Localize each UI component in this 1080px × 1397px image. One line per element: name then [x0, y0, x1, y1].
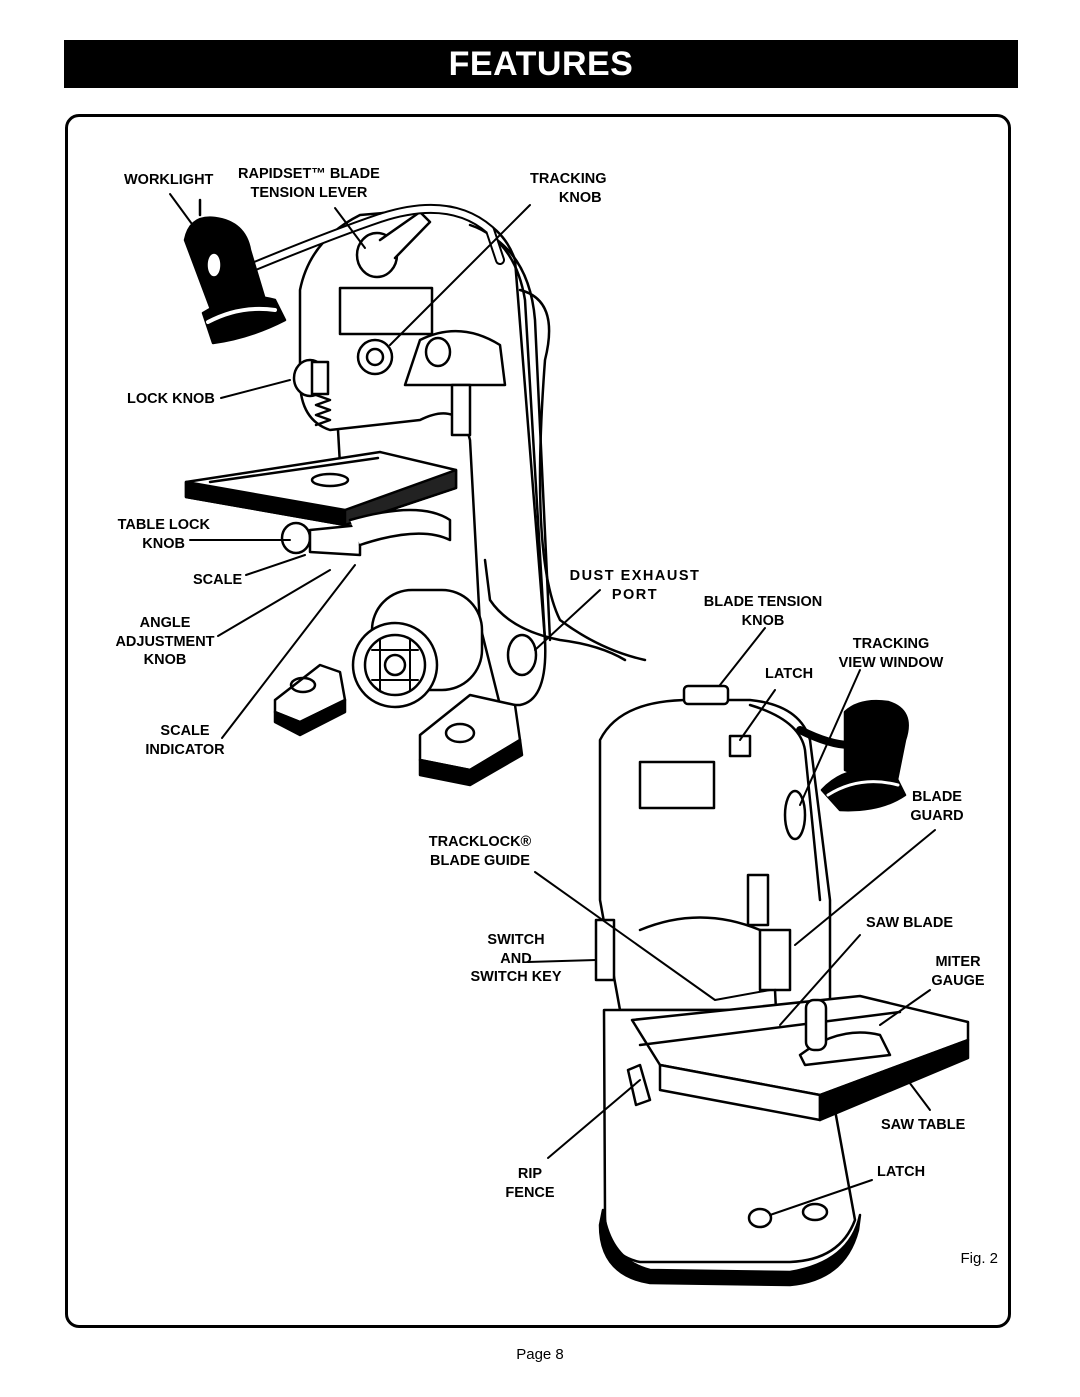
label-tracking-knob-line2: KNOB	[558, 189, 602, 206]
label-lock-knob-text: LOCK KNOB	[127, 391, 215, 407]
label-scale: SCALE	[193, 571, 242, 590]
label-blade-guard-line1: BLADE	[912, 789, 962, 805]
page-number: Page 8	[516, 1346, 564, 1363]
label-miter-line2: GAUGE	[931, 972, 985, 989]
label-saw-table-text: SAW TABLE	[881, 1117, 966, 1133]
label-saw-blade-text: SAW BLADE	[866, 915, 953, 931]
label-tracking-knob: TRACKING KNOB	[530, 170, 607, 207]
label-table-lock-line2: KNOB	[142, 535, 185, 552]
label-tracklock-line2: BLADE GUIDE	[430, 852, 530, 869]
label-rip-fence: RIP FENCE	[502, 1165, 558, 1202]
label-worklight-text: WORKLIGHT	[124, 172, 214, 188]
label-lock-knob: LOCK KNOB	[127, 390, 215, 409]
label-angle-line1: ANGLE	[139, 615, 191, 631]
label-blade-tension-line2: KNOB	[741, 612, 785, 629]
label-dust-line1: DUST EXHAUST	[569, 568, 701, 584]
label-miter-line1: MITER	[935, 954, 981, 970]
label-miter-gauge: MITER GAUGE	[928, 953, 988, 990]
label-tracking-view-line2: VIEW WINDOW	[838, 654, 944, 671]
label-latch-top-text: LATCH	[765, 666, 814, 682]
label-tracking-knob-line1: TRACKING	[530, 171, 607, 187]
label-switch-line1: SWITCH	[487, 932, 545, 948]
label-blade-guard-line2: GUARD	[910, 807, 964, 824]
label-latch-bottom: LATCH	[877, 1163, 925, 1182]
label-tracklock-blade-guide: TRACKLOCK® BLADE GUIDE	[425, 833, 535, 870]
label-tracking-view-window: TRACKING VIEW WINDOW	[836, 635, 946, 672]
leader-lines	[169, 193, 936, 1216]
label-scale-text: SCALE	[193, 572, 243, 588]
label-rip-line1: RIP	[517, 1166, 543, 1182]
label-table-lock-knob: TABLE LOCK KNOB	[114, 516, 210, 553]
label-scale-indicator: SCALE INDICATOR	[140, 722, 230, 759]
label-tracklock-line1: TRACKLOCK®	[428, 834, 532, 850]
label-worklight: WORKLIGHT	[124, 171, 213, 190]
label-rapidset-line2: TENSION LEVER	[250, 184, 368, 201]
lower-saw-drawing	[594, 684, 970, 1287]
label-angle-line3: KNOB	[143, 652, 187, 668]
label-blade-guard: BLADE GUARD	[906, 788, 968, 825]
features-banner: FEATURES	[64, 40, 1018, 88]
label-scale-indicator-line1: SCALE	[160, 723, 210, 739]
label-rip-line2: FENCE	[505, 1184, 555, 1201]
label-dust-line2: PORT	[611, 586, 659, 603]
label-dust-exhaust-port: DUST EXHAUST PORT	[569, 567, 701, 604]
upper-saw-drawing	[183, 198, 647, 787]
label-switch-line2: AND	[500, 950, 532, 967]
label-angle-adjustment-knob: ANGLE ADJUSTMENT KNOB	[115, 614, 215, 670]
label-rapidset-line1: RAPIDSET™ BLADE	[238, 166, 380, 182]
figure-caption: Fig. 2	[960, 1250, 998, 1267]
label-angle-line2: ADJUSTMENT	[115, 633, 215, 650]
label-scale-indicator-line2: INDICATOR	[145, 741, 225, 758]
page-title: FEATURES	[448, 44, 634, 83]
figure-frame	[65, 114, 1011, 1328]
label-table-lock-line1: TABLE LOCK	[117, 517, 210, 533]
label-switch-and-switch-key: SWITCH AND SWITCH KEY	[468, 931, 564, 987]
label-rapidset: RAPIDSET™ BLADE TENSION LEVER	[238, 165, 380, 202]
label-switch-line3: SWITCH KEY	[470, 969, 562, 985]
label-saw-table: SAW TABLE	[881, 1116, 965, 1135]
label-saw-blade: SAW BLADE	[866, 914, 953, 933]
label-latch-top: LATCH	[765, 665, 813, 684]
label-latch-bottom-text: LATCH	[877, 1164, 926, 1180]
label-blade-tension-knob: BLADE TENSION KNOB	[700, 593, 826, 630]
label-tracking-view-line1: TRACKING	[852, 636, 930, 652]
label-blade-tension-line1: BLADE TENSION	[703, 594, 823, 610]
